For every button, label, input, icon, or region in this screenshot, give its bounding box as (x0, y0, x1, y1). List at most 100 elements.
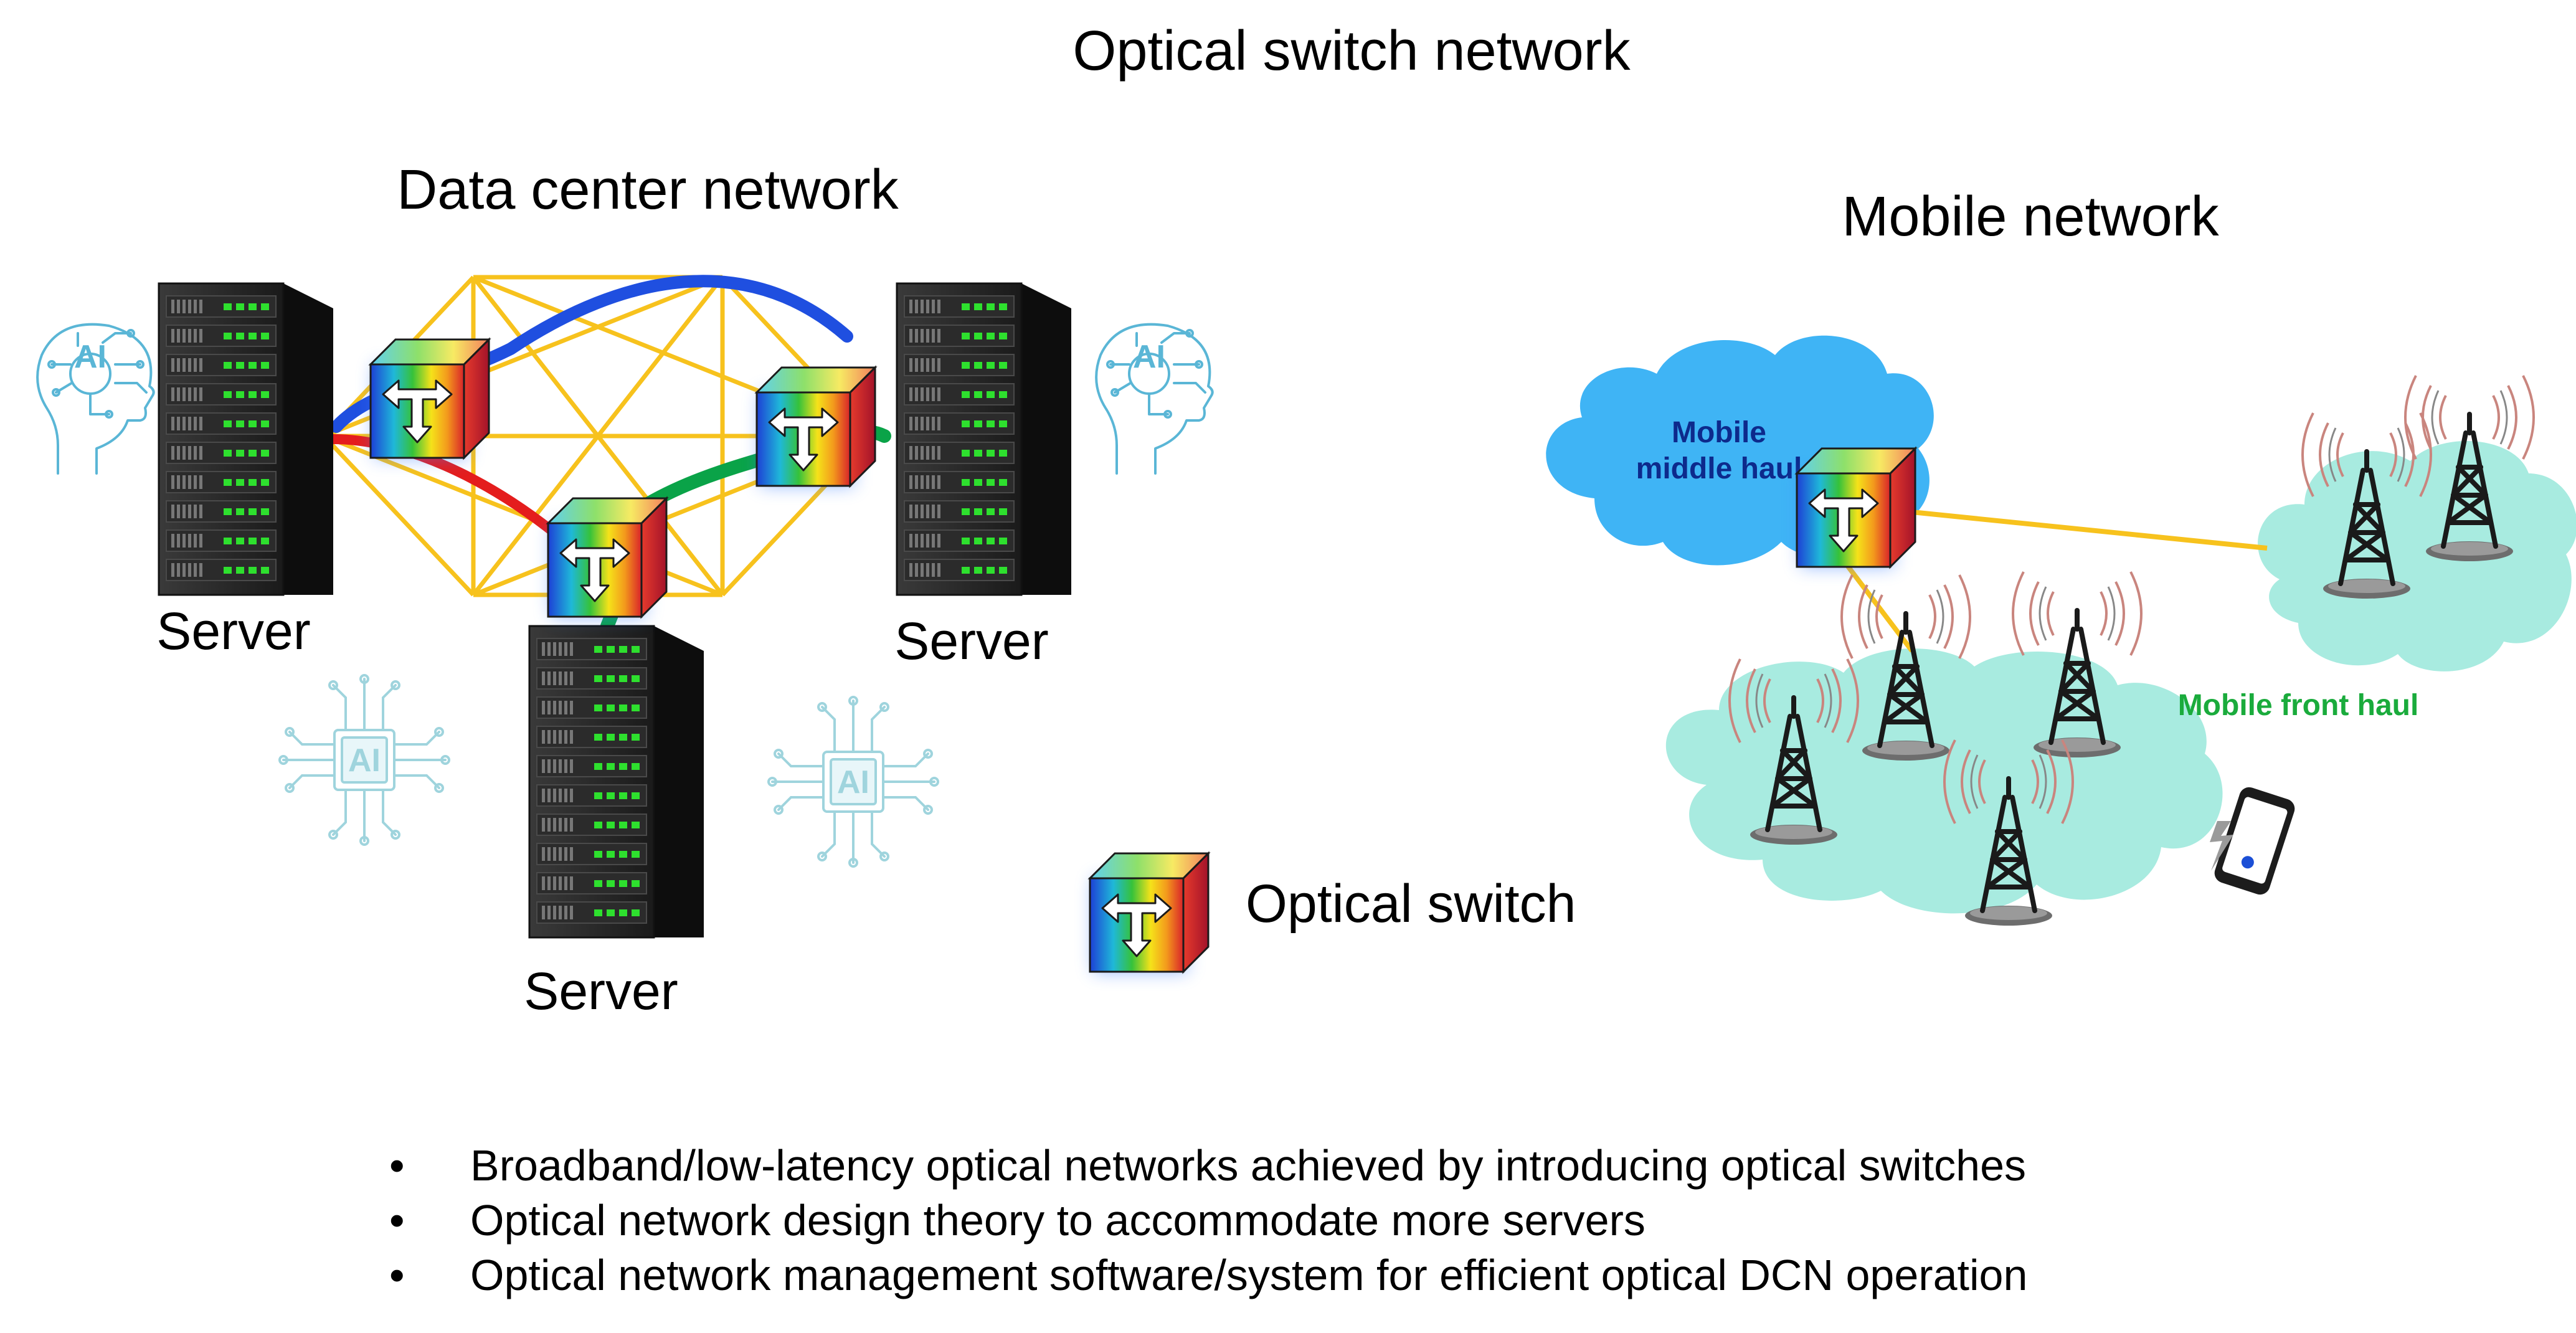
rack-vent (564, 730, 567, 744)
rack-led (236, 362, 244, 369)
rack-led (987, 508, 995, 515)
rack-vent (937, 417, 940, 430)
rack-vent (547, 876, 551, 890)
rack-vent (199, 446, 202, 460)
rack-vent (564, 906, 567, 919)
bullet-marker-3: • (389, 1251, 405, 1299)
rack-led (261, 450, 269, 457)
rack-led (236, 420, 244, 427)
rack-vent (177, 329, 180, 343)
rack-led (224, 508, 232, 515)
rack-led (974, 303, 982, 310)
rack-led (974, 420, 982, 427)
front-haul-label: Mobile front haul (2178, 689, 2419, 722)
mesh-link (322, 434, 475, 597)
rack-led (999, 508, 1007, 515)
rack-led (236, 303, 244, 310)
rack-led (987, 420, 995, 427)
rack-vent (932, 475, 935, 489)
rack-vent (171, 387, 174, 401)
rack-led (607, 880, 615, 887)
rack-vent (926, 505, 929, 518)
rack-vent (177, 358, 180, 372)
rack-led (249, 567, 257, 574)
rack-led (987, 303, 995, 310)
rack-led (594, 851, 602, 858)
rack-vent (542, 876, 545, 890)
rack-vent (559, 759, 562, 773)
rack-led (236, 567, 244, 574)
rack-led (236, 333, 244, 339)
rack-vent (564, 876, 567, 890)
rack-vent (909, 387, 912, 401)
rack-vent (559, 789, 562, 802)
legend-optical-switch-label: Optical switch (1246, 874, 1576, 934)
rack-led (607, 675, 615, 682)
rack-led (594, 792, 602, 799)
rack-led (962, 362, 970, 369)
rack-vent (926, 563, 929, 577)
rack-led (607, 646, 615, 653)
rack-vent (909, 534, 912, 548)
rack-led (594, 675, 602, 682)
rack-vent (547, 906, 551, 919)
rack-vent (553, 671, 556, 685)
rack-led (619, 763, 627, 770)
rack-vent (182, 387, 186, 401)
bullet-2: Optical network design theory to accommo… (470, 1196, 1646, 1245)
rack-vent (937, 446, 940, 460)
rack-vent (194, 387, 197, 401)
server-left (158, 282, 334, 596)
bullet-marker-2: • (389, 1196, 405, 1245)
rack-vent (547, 847, 551, 861)
rack-vent (188, 358, 191, 372)
mobile-link-to-front-haul-right (1899, 508, 2268, 551)
rack-vent (182, 300, 186, 313)
rack-vent (937, 358, 940, 372)
rack-led (607, 704, 615, 711)
rack-led (594, 734, 602, 741)
rack-led (999, 362, 1007, 369)
rack-vent (564, 818, 567, 832)
rack-vent (570, 789, 573, 802)
rack-vent (188, 387, 191, 401)
rack-vent (194, 475, 197, 489)
rack-led (619, 909, 627, 916)
rack-vent (177, 300, 180, 313)
rack-vent (542, 701, 545, 714)
rack-led (619, 851, 627, 858)
rack-vent (559, 642, 562, 656)
server-label-left: Server (156, 602, 310, 660)
rack-vent (915, 446, 918, 460)
rack-vent (199, 417, 202, 430)
rack-vent (564, 642, 567, 656)
rack-led (261, 391, 269, 398)
optical-switch-mobile (1797, 448, 1915, 567)
rack-vent (921, 417, 924, 430)
rack-vent (188, 534, 191, 548)
rack-led (236, 450, 244, 457)
rack-vent (909, 475, 912, 489)
rack-vent (564, 759, 567, 773)
rack-vent (921, 563, 924, 577)
rack-vent (194, 417, 197, 430)
rack-led (236, 538, 244, 544)
rack-led (974, 362, 982, 369)
rack-led (632, 704, 640, 711)
rack-led (261, 303, 269, 310)
rack-led (987, 567, 995, 574)
rack-vent (926, 534, 929, 548)
rack-vent (188, 300, 191, 313)
rack-vent (932, 387, 935, 401)
rack-vent (188, 505, 191, 518)
rack-led (224, 391, 232, 398)
rack-led (619, 880, 627, 887)
rack-led (962, 303, 970, 310)
rack-slot (904, 383, 1015, 406)
rack-vent (909, 505, 912, 518)
rack-led (607, 822, 615, 828)
rack-vent (182, 505, 186, 518)
rack-vent (553, 642, 556, 656)
optical-switch-dc-left (371, 339, 489, 458)
rack-led (249, 450, 257, 457)
